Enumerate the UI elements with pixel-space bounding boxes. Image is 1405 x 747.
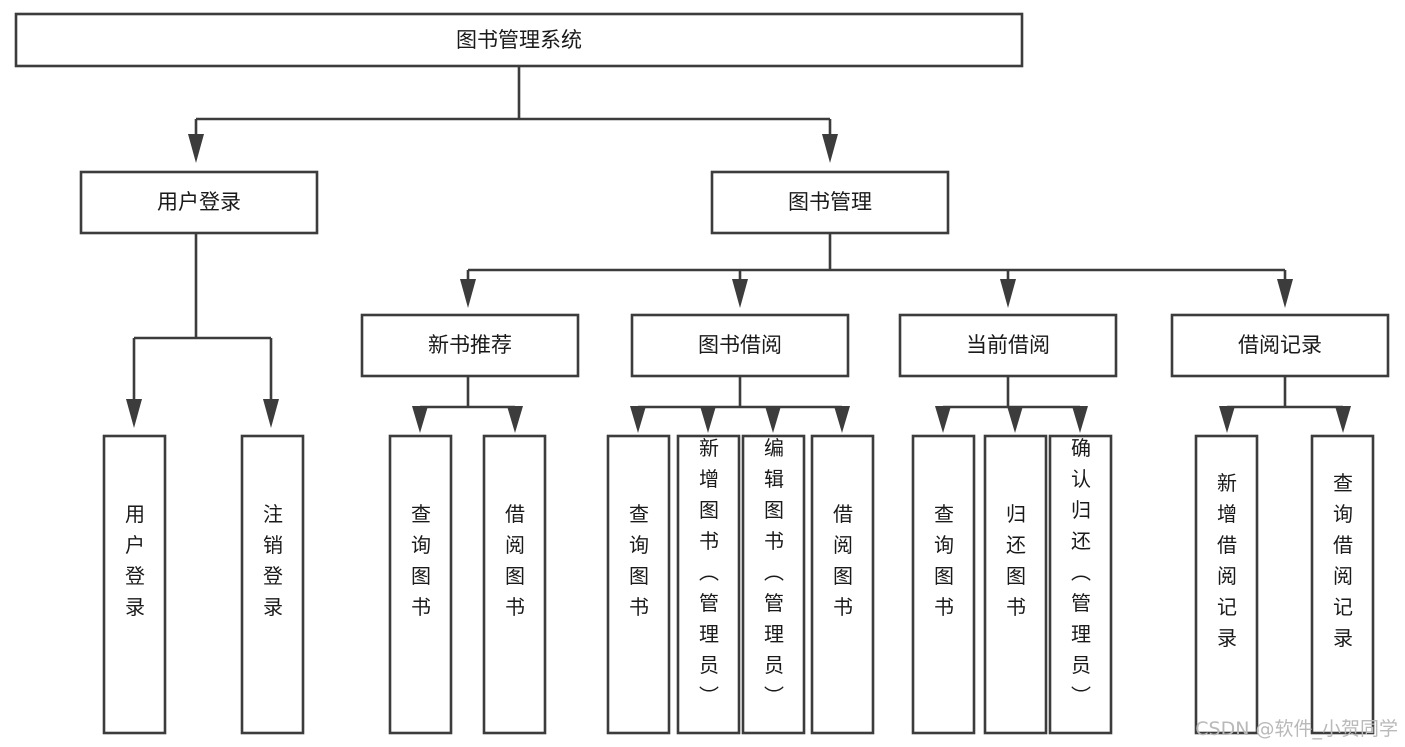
arrow-newbook-child-1-icon (412, 406, 428, 433)
leaf-query-book-1-box[interactable] (388, 434, 453, 735)
leaf-add-record-box[interactable] (1194, 434, 1259, 735)
leaf-return-book-label: 归还图书 (1006, 502, 1026, 619)
leaf-node[interactable]: 编辑图书︵管理员︶ (741, 434, 806, 735)
node-borrow-record[interactable]: 借阅记录 (1170, 313, 1390, 378)
arrow-root-to-userlogin-icon (188, 134, 204, 163)
node-new-book-rec[interactable]: 新书推荐 (360, 313, 580, 378)
leaf-node[interactable]: 确认归还︵管理员︶ (1048, 434, 1113, 735)
arrow-borrowrecord-child-2-icon (1335, 406, 1351, 433)
leaf-confirm-return-label: 确认归还︵管理员︶ (1071, 436, 1091, 708)
arrow-currentborrow-child-1-icon (935, 406, 951, 433)
node-book-manage[interactable]: 图书管理 (710, 170, 950, 235)
node-new-book-rec-box[interactable] (360, 313, 580, 378)
leaf-node[interactable]: 查询借阅记录 (1310, 434, 1375, 735)
arrow-borrowrecord-child-1-icon (1219, 406, 1235, 433)
leaf-query-record-label: 查询借阅记录 (1333, 471, 1353, 650)
leaf-add-book-label: 新增图书︵管理员︶ (699, 436, 719, 708)
leaf-borrow-book-1-label: 借阅图书 (505, 502, 525, 619)
node-current-borrow-label: 当前借阅 (966, 333, 1050, 357)
leaf-node[interactable]: 新增借阅记录 (1194, 434, 1259, 735)
csdn-watermark: CSDN @软件_小贺同学 (1195, 718, 1398, 740)
leaf-borrow-book-1-box[interactable] (482, 434, 547, 735)
arrow-bookmanage-child-2-icon (732, 279, 748, 308)
leaf-node[interactable]: 借阅图书 (482, 434, 547, 735)
leaf-node[interactable]: 查询图书 (911, 434, 976, 735)
leaf-add-book-box[interactable] (676, 434, 741, 735)
connector-group-borrow-record (1219, 376, 1351, 433)
arrow-root-to-bookmanage-icon (822, 134, 838, 163)
node-book-manage-label: 图书管理 (788, 190, 872, 214)
leaf-user-logout-box[interactable] (240, 434, 305, 735)
leaf-edit-book-box[interactable] (741, 434, 806, 735)
node-book-borrow-box[interactable] (630, 313, 850, 378)
arrow-bookborrow-child-2-icon (700, 406, 716, 433)
connector-group-new-book-rec (412, 376, 523, 433)
arrow-currentborrow-child-3-icon (1072, 406, 1088, 433)
arrow-bookborrow-child-1-icon (630, 406, 646, 433)
leaf-query-book-3-label: 查询图书 (934, 502, 954, 619)
leaf-query-book-2-box[interactable] (606, 434, 671, 735)
arrow-currentborrow-child-2-icon (1007, 406, 1023, 433)
leaf-node[interactable]: 新增图书︵管理员︶ (676, 434, 741, 735)
arrow-bookborrow-child-4-icon (834, 406, 850, 433)
node-user-login[interactable]: 用户登录 (79, 170, 319, 235)
node-borrow-record-box[interactable] (1170, 313, 1390, 378)
arrow-newbook-child-2-icon (507, 406, 523, 433)
node-borrow-record-label: 借阅记录 (1238, 333, 1322, 357)
node-current-borrow[interactable]: 当前借阅 (898, 313, 1118, 378)
leaf-node[interactable]: 用户登录 (102, 434, 167, 735)
arrow-userlogin-child-1-icon (126, 399, 142, 428)
leaf-node[interactable]: 查询图书 (388, 434, 453, 735)
arrow-bookmanage-child-1-icon (460, 279, 476, 308)
leaf-return-book-box[interactable] (983, 434, 1048, 735)
leaf-user-logout-label: 注销登录 (263, 502, 283, 619)
node-root-label: 图书管理系统 (456, 28, 582, 52)
leaf-edit-book-label: 编辑图书︵管理员︶ (764, 436, 784, 708)
arrow-bookmanage-child-4-icon (1277, 279, 1293, 308)
connector-group-root (188, 66, 838, 163)
node-book-borrow-label: 图书借阅 (698, 333, 782, 357)
node-root[interactable]: 图书管理系统 (14, 12, 1024, 68)
leaf-user-login-label: 用户登录 (125, 502, 145, 619)
arrow-bookmanage-child-3-icon (1000, 279, 1016, 308)
connector-group-current-borrow (935, 376, 1088, 433)
node-root-box[interactable] (14, 12, 1024, 68)
node-user-login-box[interactable] (79, 170, 319, 235)
connector-group-user-login (126, 233, 279, 428)
leaf-node[interactable]: 借阅图书 (810, 434, 875, 735)
leaf-query-book-1-label: 查询图书 (411, 502, 431, 619)
node-book-borrow[interactable]: 图书借阅 (630, 313, 850, 378)
leaf-node[interactable]: 注销登录 (240, 434, 305, 735)
connector-group-book-manage (460, 233, 1293, 308)
leaf-borrow-book-2-label: 借阅图书 (833, 502, 853, 619)
node-user-login-label: 用户登录 (157, 190, 241, 214)
node-new-book-rec-label: 新书推荐 (428, 333, 512, 357)
leaf-query-book-3-box[interactable] (911, 434, 976, 735)
leaf-node[interactable]: 归还图书 (983, 434, 1048, 735)
leaf-query-book-2-label: 查询图书 (629, 502, 649, 619)
leaf-node[interactable]: 查询图书 (606, 434, 671, 735)
arrow-userlogin-child-2-icon (263, 399, 279, 428)
leaf-query-record-box[interactable] (1310, 434, 1375, 735)
connector-group-book-borrow (630, 376, 850, 433)
leaf-add-record-label: 新增借阅记录 (1217, 471, 1237, 650)
node-book-manage-box[interactable] (710, 170, 950, 235)
leaf-confirm-return-box[interactable] (1048, 434, 1113, 735)
node-current-borrow-box[interactable] (898, 313, 1118, 378)
leaf-user-login-box[interactable] (102, 434, 167, 735)
leaf-borrow-book-2-box[interactable] (810, 434, 875, 735)
arrow-bookborrow-child-3-icon (765, 406, 781, 433)
